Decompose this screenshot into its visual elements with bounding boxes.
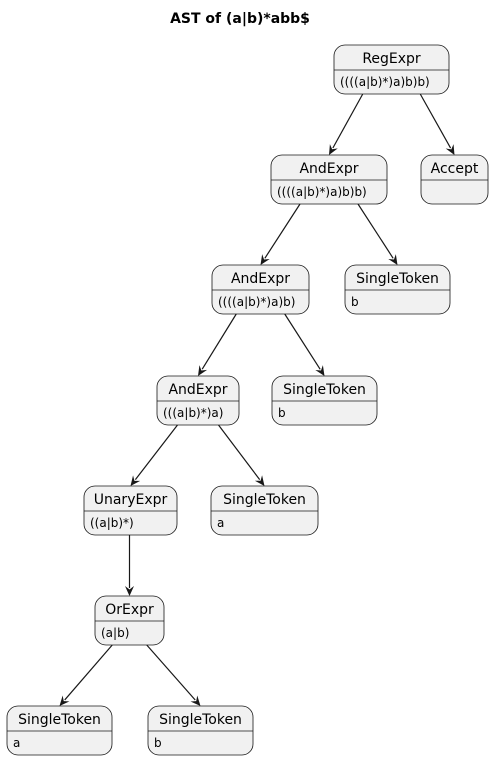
edges-layer: [59, 93, 455, 706]
state-name: OrExpr: [105, 602, 154, 618]
transition-edge: [419, 93, 455, 155]
state-name: AndExpr: [231, 271, 290, 287]
transition-edge: [284, 313, 325, 376]
state-name: SingleToken: [18, 712, 101, 728]
state-box: [271, 375, 378, 426]
state-node: SingleToken b: [271, 375, 378, 426]
arrow-head: [190, 695, 201, 706]
transition-edge: [218, 424, 265, 486]
arrow-head: [254, 475, 265, 486]
state-node: SingleToken a: [210, 485, 319, 536]
state-description: ((((a|b)*)a)b)b): [277, 185, 367, 199]
transition-edge: [130, 424, 178, 486]
state-box: [211, 264, 310, 315]
edge-line: [64, 644, 113, 701]
transition-edge: [59, 644, 113, 706]
state-description: a: [13, 736, 20, 750]
state-node: AndExpr ((((a|b)*)a)b)b): [270, 154, 388, 205]
state-description: b: [154, 736, 162, 750]
state-description: a: [217, 516, 224, 530]
edge-line: [201, 313, 237, 370]
edge-line: [332, 93, 364, 149]
state-description: b: [351, 295, 359, 309]
state-description: (a|b): [101, 626, 129, 640]
arrow-head: [388, 254, 398, 265]
state-node: SingleToken b: [147, 705, 254, 756]
edge-line: [419, 93, 452, 149]
state-node: UnaryExpr ((a|b)*): [83, 485, 178, 536]
transition-edge: [125, 535, 134, 596]
transition-edge: [329, 93, 364, 155]
state-box: [83, 485, 178, 536]
state-box: [210, 485, 319, 536]
state-description: (((a|b)*)a): [163, 406, 223, 420]
state-description: ((a|b)*): [90, 516, 134, 530]
state-node: RegExpr ((((a|b)*)a)b)b): [333, 44, 450, 95]
state-box: [344, 264, 451, 315]
state-name: AndExpr: [299, 161, 358, 177]
state-node: Accept: [420, 154, 489, 205]
state-node: SingleToken a: [6, 705, 113, 756]
state-box: [420, 154, 489, 205]
nodes-layer: RegExpr ((((a|b)*)a)b)b) AndExpr ((((a|b)*)…: [6, 44, 489, 756]
transition-edge: [198, 313, 237, 376]
state-box: [94, 595, 165, 646]
state-name: SingleToken: [283, 382, 366, 398]
state-box: [6, 705, 113, 756]
edge-line: [134, 424, 178, 481]
state-description: ((((a|b)*)a)b): [218, 295, 295, 309]
edge-line: [264, 203, 301, 259]
arrow-head: [198, 365, 208, 376]
state-name: UnaryExpr: [94, 492, 168, 508]
state-name: AndExpr: [168, 382, 227, 398]
edge-line: [218, 424, 261, 480]
arrow-head: [125, 586, 134, 596]
state-box: [270, 154, 388, 205]
transition-edge: [357, 203, 398, 265]
arrow-head: [59, 695, 70, 706]
state-name: SingleToken: [159, 712, 242, 728]
state-box: [333, 44, 450, 95]
state-node: AndExpr (((a|b)*)a): [156, 375, 240, 426]
state-name: SingleToken: [356, 271, 439, 287]
state-name: SingleToken: [223, 492, 306, 508]
state-box: [147, 705, 254, 756]
transition-edge: [260, 203, 301, 265]
state-node: OrExpr (a|b): [94, 595, 165, 646]
state-node: AndExpr ((((a|b)*)a)b): [211, 264, 310, 315]
state-description: ((((a|b)*)a)b)b): [340, 75, 430, 89]
arrow-head: [315, 365, 325, 376]
state-node: SingleToken b: [344, 264, 451, 315]
state-name: Accept: [431, 161, 479, 177]
arrow-head: [130, 475, 141, 486]
arrow-head: [329, 144, 338, 155]
arrow-head: [445, 144, 455, 155]
diagram-title: AST of (a|b)*abb$: [170, 11, 310, 27]
arrow-head: [260, 254, 270, 265]
state-description: b: [278, 406, 286, 420]
edge-line: [146, 644, 196, 701]
edge-line: [357, 203, 394, 259]
state-name: RegExpr: [362, 51, 421, 67]
edge-line: [284, 313, 321, 370]
transition-edge: [146, 644, 201, 706]
state-box: [156, 375, 240, 426]
